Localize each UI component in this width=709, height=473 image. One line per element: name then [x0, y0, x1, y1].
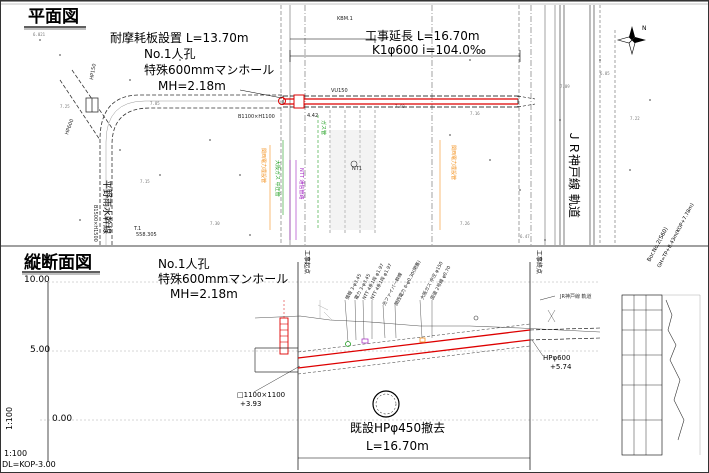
work-length-label: 工事延長 L=16.70m: [365, 29, 480, 43]
box-elev: +3.93: [240, 400, 261, 408]
box-culvert: [59, 69, 282, 245]
box-size-label: B1100×H1100: [238, 114, 275, 120]
end-label: 工事終点: [535, 250, 543, 274]
ground-line: [254, 315, 601, 333]
north-label: N: [642, 25, 647, 32]
svg-text:7.60: 7.60: [395, 104, 405, 109]
profile-leaders: [344, 299, 433, 343]
box-size-label-2: B1500×H1500: [92, 205, 98, 242]
profile-manhole-no: No.1人孔: [158, 257, 210, 271]
hp-elev: +5.74: [550, 363, 572, 371]
svg-text:7.22: 7.22: [630, 116, 640, 121]
svg-text:7.85: 7.85: [150, 101, 160, 106]
svg-text:6.021: 6.021: [33, 32, 46, 37]
tick-5: 5.00: [30, 345, 50, 355]
plan-railway-lines: [559, 5, 595, 245]
plan-dimension: [289, 35, 521, 62]
utility-orange-label-2: 関西電力埋設管: [450, 145, 457, 180]
existing-pipe-label: 既設HPφ450撤去: [350, 420, 445, 435]
jr-track-marker: JR神戸線 軌道: [539, 293, 592, 323]
plan-manhole-type: 特殊600mmマンホール: [144, 62, 274, 77]
hp-note: HPφ600: [543, 354, 570, 362]
plan-survey-marks: [39, 39, 651, 241]
railway-label: ＪＲ神戸線 軌道: [567, 130, 582, 218]
new-pipe-plan: [278, 94, 536, 109]
svg-text:7.30: 7.30: [210, 221, 220, 226]
svg-text:7.16: 7.16: [470, 111, 480, 116]
profile-length-label: L=16.70m: [366, 439, 429, 453]
svg-text:7.15: 7.15: [140, 179, 150, 184]
plan-annotations: HP150 HP600 VU150 4.42 B1100×H1100 B1500…: [64, 16, 362, 242]
profile-box-culvert: [254, 347, 298, 373]
profile-leader-labels: 情報 3-φ3.45 電力 3-φ3.45 NTT 4条1段 φ1.97 NTT…: [344, 259, 453, 307]
nt1-label: NT1: [352, 166, 362, 172]
plan-manhole-mh: MH=2.18m: [158, 79, 226, 93]
tick-10: 10.00: [24, 275, 50, 285]
plan-hatched-area: [330, 130, 375, 230]
profile-view: 縦断面図 10.00 5.00 0.00 1:100 1:100 DL=KOP-…: [2, 202, 701, 470]
profile-manhole: [279, 300, 289, 355]
svg-text:6.47: 6.47: [520, 234, 530, 239]
plan-manhole-no: No.1人孔: [144, 47, 196, 61]
hp150-label: HP150: [89, 63, 98, 80]
pipe-spec-label: K1φ600 i=104.0‰: [372, 43, 486, 57]
utility-green-label: 大阪ガス 中圧管: [274, 160, 281, 197]
utility-purple-label: NTT 通信管路: [298, 168, 305, 199]
t1-label: T.1: [133, 226, 141, 232]
water-line-label: 平野雨水幹線: [101, 180, 113, 234]
north-arrow-icon: N: [616, 25, 647, 56]
t1-value: 558.305: [136, 232, 157, 238]
kbm-label: KBM.1: [337, 16, 353, 22]
start-label: 工事起点: [303, 250, 311, 274]
scale-horizontal: 1:100: [4, 449, 27, 458]
svg-text:7.09: 7.09: [560, 84, 570, 89]
box-note: □1100×1100: [237, 391, 285, 399]
borehole-log: Bor.No.2(S60) GH=TP+8.43m(KOP+7.78m): [621, 202, 701, 456]
value-442: 4.42: [307, 113, 318, 119]
tick-0: 0.00: [52, 414, 72, 424]
profile-manhole-type: 特殊600mmマンホール: [158, 271, 288, 286]
vu150-label: VU150: [331, 88, 348, 94]
plan-view: 平面図 6.021 7.85 7.25 7.15 7.30 7.16 6.85 7.22 6…: [0, 0, 709, 247]
plan-title: 平面図: [28, 7, 79, 27]
profile-utility-markers: [345, 315, 479, 347]
ground-hatch: [317, 300, 333, 321]
hp600-label: HP600: [64, 118, 75, 135]
existing-pipe-circle: [372, 390, 400, 418]
jr-track-label: JR神戸線 軌道: [559, 293, 592, 300]
datum-label: DL=KOP-3.00: [2, 460, 56, 469]
svg-text:6.85: 6.85: [600, 71, 610, 76]
profile-manhole-mh: MH=2.18m: [170, 287, 238, 301]
utility-green-label-2: ガス管: [320, 120, 327, 135]
profile-title: 縦断面図: [24, 252, 92, 273]
new-pipe-profile: [297, 323, 601, 375]
svg-text:7.26: 7.26: [460, 221, 470, 226]
scale-vertical: 1:100: [5, 407, 14, 430]
plan-utility-labels: 関西電力埋設管 関西電力埋設管 NTT 通信管路 大阪ガス 中圧管 ガス管: [260, 120, 457, 199]
wear-plate-label: 耐摩耗板設置 L=13.70m: [110, 30, 249, 45]
utility-orange-label: 関西電力埋設管: [260, 148, 267, 183]
svg-text:7.25: 7.25: [60, 104, 70, 109]
plan-utility-lines: [269, 110, 441, 240]
